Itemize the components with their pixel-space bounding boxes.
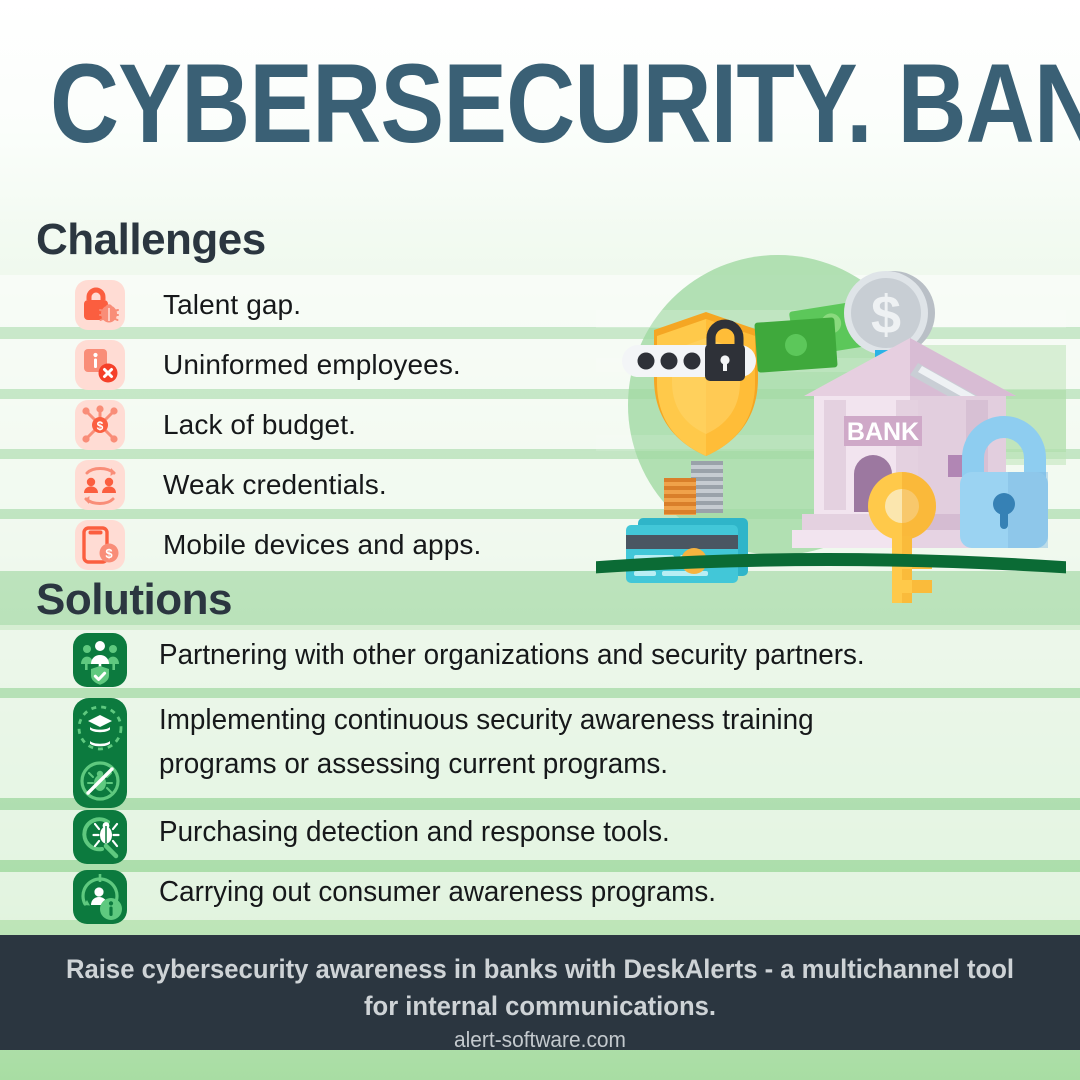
challenge-label: Mobile devices and apps. <box>163 529 482 560</box>
ground-shadow <box>586 553 1076 574</box>
challenge-row: Weak credentials. <box>75 460 387 510</box>
mobile-money-icon: $ <box>75 520 125 570</box>
challenge-label: Lack of budget. <box>163 409 356 440</box>
svg-text:$: $ <box>97 419 104 433</box>
challenge-row: Talent gap. <box>75 280 301 330</box>
svg-text:$: $ <box>105 546 113 561</box>
challenge-label: Uninformed employees. <box>163 349 461 380</box>
money-bills-icon <box>754 301 867 373</box>
blue-padlock-icon <box>960 416 1048 548</box>
bg-stripe <box>0 688 1080 698</box>
users-swap-icon <box>75 460 125 510</box>
coin-dollar-symbol: $ <box>871 285 901 345</box>
solution-label: Partnering with other organizations and … <box>159 639 865 671</box>
bank-security-illustration: $ <box>586 250 1076 610</box>
solution-row: Implementing continuous security awarene… <box>73 698 841 808</box>
lock-bug-icon <box>75 280 125 330</box>
solution-row: Carrying out consumer awareness programs… <box>73 870 739 924</box>
page-title: CYBERSECURITY. BANK <box>50 41 1080 167</box>
person-target-info-icon <box>73 870 127 924</box>
challenge-row: Uninformed employees. <box>75 340 461 390</box>
challenge-label: Talent gap. <box>163 289 302 320</box>
solution-row: Partnering with other organizations and … <box>73 633 894 687</box>
graduation-bug-block-icon <box>73 698 127 808</box>
silver-coin-icon: $ <box>844 271 935 355</box>
budget-network-icon: $ <box>75 400 125 450</box>
challenge-row: $ Lack of budget. <box>75 400 356 450</box>
magnifier-bug-icon <box>73 810 127 864</box>
footer-website[interactable]: alert-software.com <box>454 1027 626 1052</box>
challenge-row: $ Mobile devices and apps. <box>75 520 481 570</box>
solution-row: Purchasing detection and response tools. <box>73 810 691 864</box>
solution-label: Implementing continuous security awarene… <box>159 704 814 780</box>
solution-label: Purchasing detection and response tools. <box>159 816 670 848</box>
challenges-heading: Challenges <box>36 215 266 264</box>
coin-stacks-icon <box>664 461 723 515</box>
bank-sign <box>844 416 922 446</box>
challenge-label: Weak credentials. <box>163 469 387 500</box>
gold-key-icon <box>868 472 936 603</box>
people-shield-icon <box>73 633 127 687</box>
solution-label: Carrying out consumer awareness programs… <box>159 876 717 908</box>
footer-bar: Raise cybersecurity awareness in banks w… <box>0 935 1080 1052</box>
info-error-icon <box>75 340 125 390</box>
bank-sign-label: BANK <box>847 418 919 446</box>
black-padlock-icon <box>705 319 745 381</box>
footer-tagline: Raise cybersecurity awareness in banks w… <box>66 954 1014 1021</box>
solutions-heading: Solutions <box>36 575 232 624</box>
